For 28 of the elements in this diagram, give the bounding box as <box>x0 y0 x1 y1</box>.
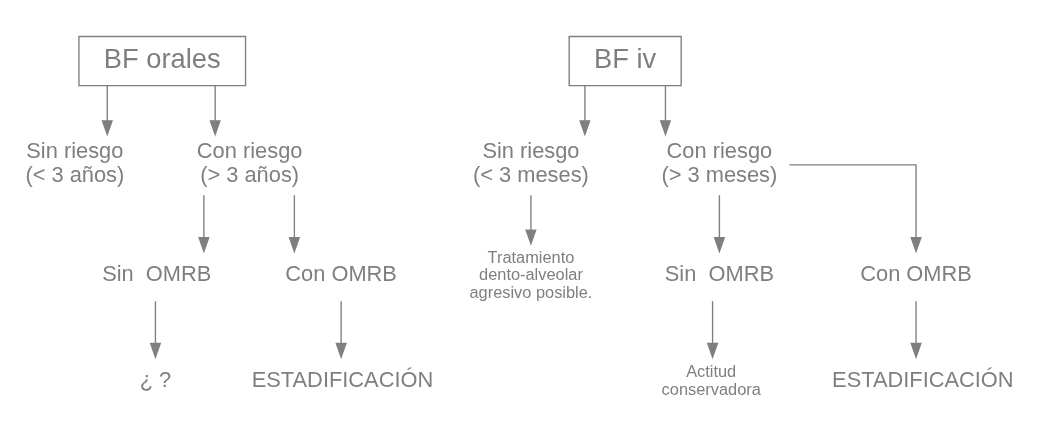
arrow <box>335 300 347 359</box>
arrow <box>101 84 113 137</box>
arrow <box>525 194 537 246</box>
node-text: Sin OMRB <box>664 260 774 286</box>
node-text: Sin riesgo (< 3 meses) <box>473 137 589 187</box>
arrow <box>579 84 591 137</box>
arrow <box>209 84 221 137</box>
arrow <box>659 84 672 137</box>
node-text: ¿ ? <box>139 366 172 392</box>
arrow <box>288 194 301 253</box>
node-text: Con OMRB <box>860 260 972 286</box>
node-text: Con OMRB <box>285 260 397 286</box>
node-text: Sin riesgo (< 3 años) <box>25 137 125 187</box>
node-box: BF orales <box>78 35 247 86</box>
node-text: Tratamiento dento-alveolar agresivo posible. <box>469 247 593 301</box>
node-text: Con riesgo (> 3 años) <box>196 137 303 187</box>
arrow <box>198 194 210 253</box>
node-box: BF iv <box>568 35 682 86</box>
arrow <box>149 300 162 359</box>
node-text: Con riesgo (> 3 meses) <box>661 137 778 187</box>
arrow <box>713 194 726 253</box>
node-text: ESTADIFICACIÓN <box>251 366 434 392</box>
node-text: Actitud conservadora <box>661 361 761 398</box>
arrow <box>910 300 922 359</box>
node-text: Sin OMRB <box>102 260 212 286</box>
arrow <box>706 300 719 359</box>
arrow <box>788 163 922 253</box>
node-text: ESTADIFICACIÓN <box>832 366 1014 392</box>
